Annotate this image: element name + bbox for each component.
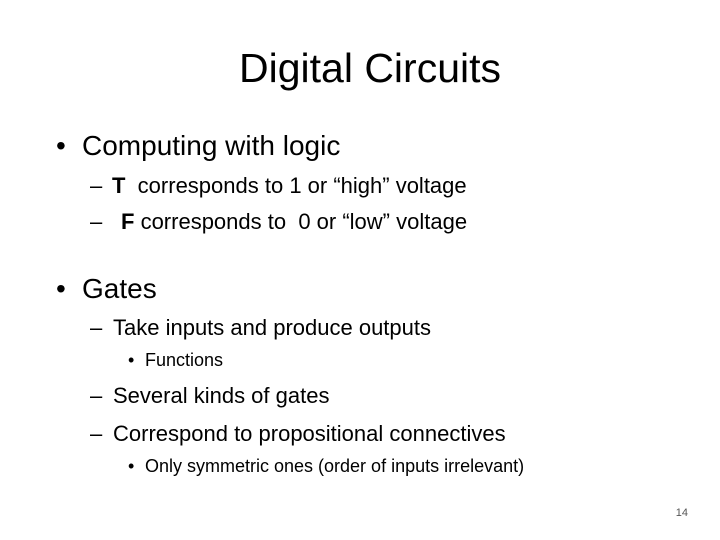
- sub-bullet-marker: –: [90, 383, 103, 408]
- sub-bullet-true-voltage: T corresponds to 1 or “high” voltage: [112, 172, 467, 200]
- bullet-gates: Gates: [82, 273, 157, 304]
- sub-bullet-marker: –: [90, 173, 103, 198]
- sub-sub-bullet-marker: •: [128, 350, 135, 370]
- true-description: corresponds to 1 or “high” voltage: [125, 173, 467, 198]
- false-symbol: F: [121, 209, 135, 234]
- sub-sub-bullet-functions: Functions: [145, 350, 224, 370]
- sub-bullet-marker: –: [90, 315, 103, 340]
- sub-sub-bullet-marker: •: [128, 456, 135, 476]
- sub-bullet-marker: –: [90, 421, 103, 446]
- page-number: 14: [675, 507, 688, 519]
- sub-bullet-propositional-connectives: Correspond to propositional connectives: [113, 421, 506, 446]
- bullet-marker: •: [56, 130, 66, 161]
- sub-sub-bullet-symmetric-ones: Only symmetric ones (order of inputs irr…: [145, 456, 525, 476]
- sub-bullet-false-voltage: F corresponds to 0 or “low” voltage: [121, 208, 467, 236]
- false-description: corresponds to 0 or “low” voltage: [134, 209, 468, 234]
- sub-bullet-inputs-outputs: Take inputs and produce outputs: [113, 315, 432, 340]
- slide-title: Digital Circuits: [239, 45, 501, 91]
- sub-bullet-kinds-of-gates: Several kinds of gates: [113, 383, 330, 408]
- sub-bullet-marker: –: [90, 209, 103, 234]
- bullet-marker: •: [56, 273, 66, 304]
- true-symbol: T: [112, 173, 126, 198]
- bullet-computing-with-logic: Computing with logic: [82, 130, 341, 161]
